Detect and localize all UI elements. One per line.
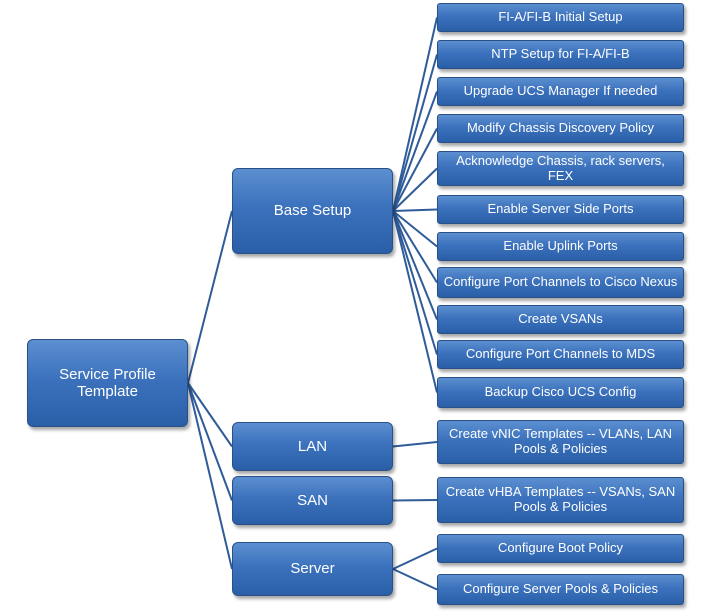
leaf-node-ntp-setup: NTP Setup for FI-A/FI-B bbox=[437, 40, 684, 69]
connector-branch-to-leaf bbox=[392, 210, 438, 393]
branch-node-label: LAN bbox=[297, 437, 328, 455]
connector-branch-to-leaf bbox=[392, 499, 438, 502]
connector-branch-to-leaf bbox=[392, 54, 438, 212]
leaf-node-upgrade-ucs-manager: Upgrade UCS Manager If needed bbox=[437, 77, 684, 106]
branch-node-san: SAN bbox=[232, 476, 393, 525]
connector-branch-to-leaf bbox=[392, 91, 438, 212]
connector-branch-to-leaf bbox=[392, 208, 438, 212]
branch-node-label: Base Setup bbox=[273, 202, 352, 220]
leaf-node-label: Create vNIC Templates -- VLANs, LAN Pool… bbox=[449, 426, 672, 456]
branch-node-label: SAN bbox=[297, 491, 328, 509]
connector-branch-to-leaf bbox=[392, 210, 438, 248]
leaf-node-enable-server-ports: Enable Server Side Ports bbox=[437, 195, 684, 224]
connector-root-to-branch bbox=[187, 210, 233, 384]
leaf-node-label: Acknowledge Chassis, rack servers, FEX bbox=[456, 152, 665, 183]
connector-branch-to-leaf bbox=[392, 210, 438, 320]
root-node-service-profile-template: Service Profile Template bbox=[27, 339, 188, 427]
branch-node-base-setup: Base Setup bbox=[232, 168, 393, 254]
leaf-node-label: Backup Cisco UCS Config bbox=[484, 384, 637, 400]
root-node-label: Service Profile Template bbox=[59, 365, 156, 400]
leaf-node-label: FI-A/FI-B Initial Setup bbox=[498, 9, 623, 25]
connector-branch-to-leaf bbox=[392, 547, 438, 570]
leaf-node-backup-ucs-config: Backup Cisco UCS Config bbox=[437, 377, 684, 408]
leaf-node-configure-boot-policy: Configure Boot Policy bbox=[437, 534, 684, 563]
leaf-node-label: Create VSANs bbox=[518, 311, 603, 327]
connector-branch-to-leaf bbox=[392, 128, 438, 212]
leaf-node-label: Create vHBA Templates -- VSANs, SAN Pool… bbox=[445, 484, 676, 514]
connector-root-to-branch bbox=[187, 382, 233, 501]
branch-node-server: Server bbox=[232, 542, 393, 596]
leaf-node-port-channels-nexus: Configure Port Channels to Cisco Nexus bbox=[437, 267, 684, 298]
leaf-node-configure-server-pools: Configure Server Pools & Policies bbox=[437, 574, 684, 605]
leaf-node-create-vnic-templates: Create vNIC Templates -- VLANs, LAN Pool… bbox=[437, 420, 684, 464]
connector-branch-to-leaf bbox=[392, 167, 438, 212]
leaf-node-label: Configure Port Channels to MDS bbox=[465, 346, 656, 362]
leaf-node-label: Configure Port Channels to Cisco Nexus bbox=[443, 274, 678, 290]
leaf-node-port-channels-mds: Configure Port Channels to MDS bbox=[437, 340, 684, 369]
connector-branch-to-leaf bbox=[392, 210, 438, 355]
connector-root-to-branch bbox=[187, 382, 233, 570]
branch-node-lan: LAN bbox=[232, 422, 393, 471]
leaf-node-label: Enable Uplink Ports bbox=[503, 238, 618, 254]
leaf-node-label: Configure Server Pools & Policies bbox=[462, 581, 659, 597]
leaf-node-modify-chassis-discovery: Modify Chassis Discovery Policy bbox=[437, 114, 684, 143]
connector-branch-to-leaf bbox=[392, 441, 438, 448]
leaf-node-enable-uplink-ports: Enable Uplink Ports bbox=[437, 232, 684, 261]
leaf-node-create-vhba-templates: Create vHBA Templates -- VSANs, SAN Pool… bbox=[437, 477, 684, 523]
branch-node-label: Server bbox=[290, 560, 335, 578]
leaf-node-fi-initial-setup: FI-A/FI-B Initial Setup bbox=[437, 3, 684, 32]
connector-branch-to-leaf bbox=[392, 568, 438, 591]
connector-branch-to-leaf bbox=[392, 210, 438, 284]
leaf-node-label: NTP Setup for FI-A/FI-B bbox=[491, 46, 630, 62]
leaf-node-label: Enable Server Side Ports bbox=[487, 201, 634, 217]
leaf-node-acknowledge-chassis: Acknowledge Chassis, rack servers, FEX bbox=[437, 151, 684, 186]
connector-root-to-branch bbox=[187, 382, 233, 448]
leaf-node-create-vsans: Create VSANs bbox=[437, 305, 684, 334]
leaf-node-label: Upgrade UCS Manager If needed bbox=[463, 83, 658, 99]
leaf-node-label: Configure Boot Policy bbox=[497, 540, 623, 556]
leaf-node-label: Modify Chassis Discovery Policy bbox=[466, 120, 655, 136]
connector-branch-to-leaf bbox=[392, 17, 438, 212]
